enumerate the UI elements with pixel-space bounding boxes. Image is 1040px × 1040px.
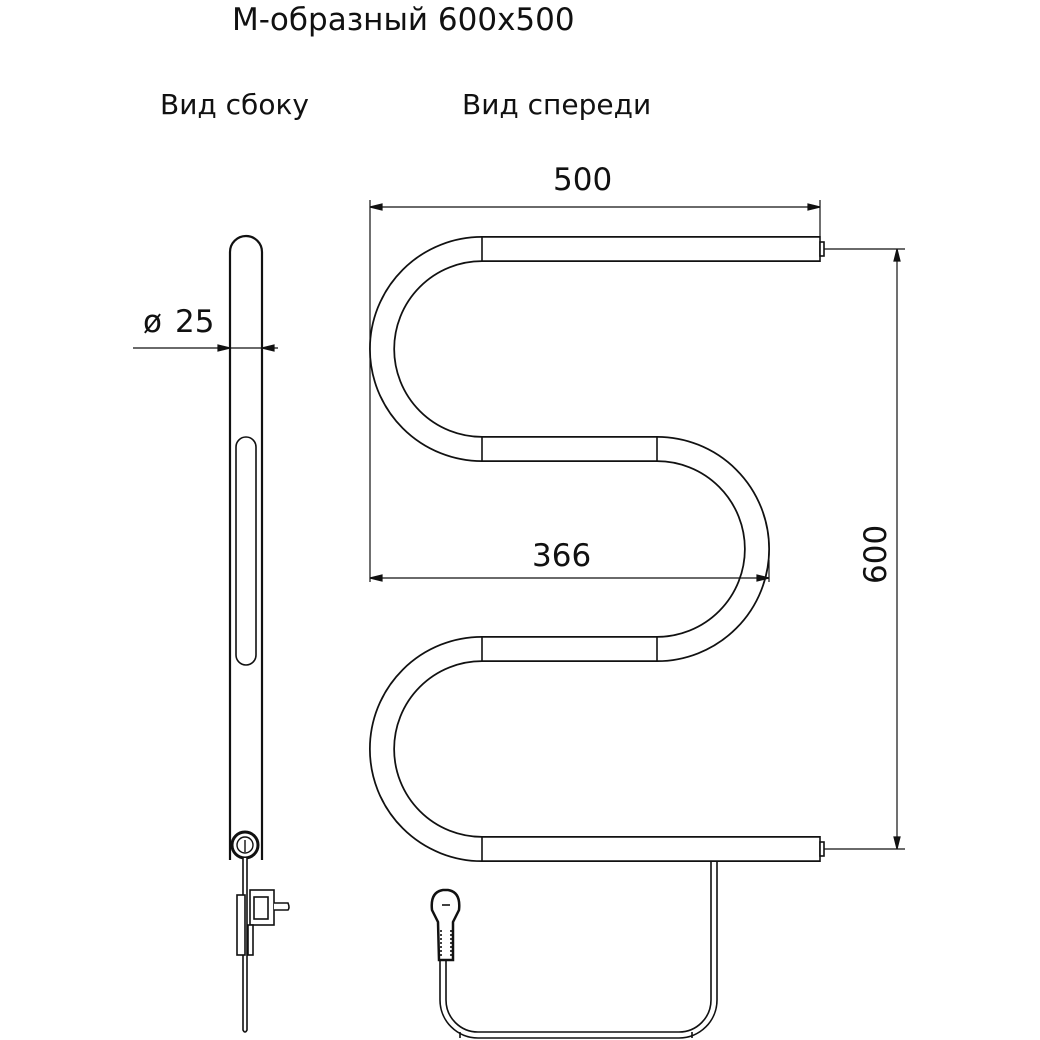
diameter-symbol: ø xyxy=(143,304,162,340)
side-view-label: Вид сбоку xyxy=(160,88,309,121)
dimension-lines xyxy=(133,200,905,850)
inner-width-dimension: 366 xyxy=(532,538,591,574)
side-view-tube xyxy=(228,234,264,860)
front-view-cord xyxy=(439,862,718,1039)
diameter-dimension: 25 xyxy=(175,304,214,340)
height-dimension: 600 xyxy=(858,525,894,584)
width-dimension: 500 xyxy=(553,162,612,198)
front-view-label: Вид спереди xyxy=(462,88,652,121)
drawing-title: М-образный 600х500 xyxy=(232,2,575,38)
front-view-towel-rail xyxy=(369,236,825,862)
side-view-cord-plug xyxy=(236,858,290,1033)
front-view-plug xyxy=(430,888,461,962)
